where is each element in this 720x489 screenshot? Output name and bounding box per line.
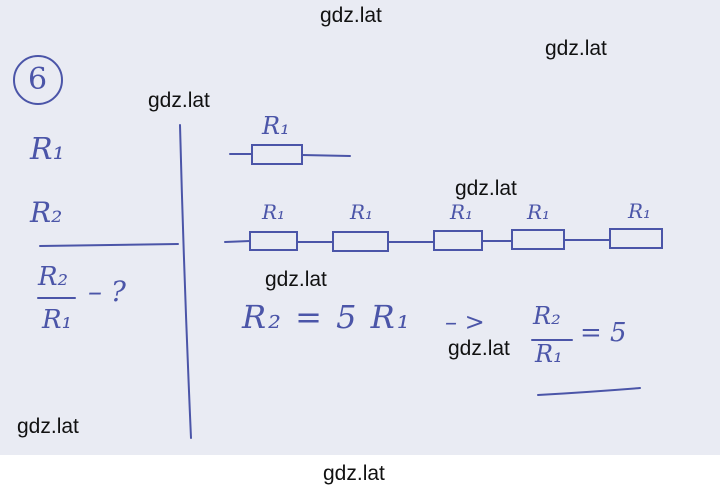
watermark: gdz.lat	[545, 37, 607, 60]
series-label-2: R₁	[350, 200, 374, 224]
watermark: gdz.lat	[448, 337, 510, 360]
single-wire-right	[301, 154, 351, 157]
series-resistor-4	[511, 229, 565, 250]
watermark: gdz.lat	[455, 177, 517, 200]
series-label-5: R₁	[628, 199, 652, 223]
series-label-3: R₁	[450, 200, 474, 224]
watermark: gdz.lat	[17, 415, 79, 438]
watermark: gdz.lat	[148, 89, 210, 112]
solution-arrow: – >	[445, 308, 485, 336]
series-resistor-1	[249, 231, 298, 251]
single-resistor-label: R₁	[262, 112, 290, 140]
notebook-page	[0, 0, 720, 455]
series-resistor-2	[332, 231, 389, 252]
find-denominator: R₁	[42, 305, 72, 335]
single-resistor	[251, 144, 303, 165]
given-r1: R₁	[30, 132, 65, 167]
watermark: gdz.lat	[323, 462, 385, 485]
problem-number-circle	[13, 55, 63, 105]
watermark: gdz.lat	[265, 268, 327, 291]
series-resistor-3	[433, 230, 483, 251]
ratio-numerator: R₂	[533, 302, 561, 330]
problem-number: 6	[28, 62, 48, 97]
given-divider-vertical	[179, 124, 192, 439]
given-divider-horizontal	[39, 243, 179, 247]
series-label-4: R₁	[527, 200, 551, 224]
watermark: gdz.lat	[320, 4, 382, 27]
find-question: – ?	[88, 275, 126, 308]
ratio-value: = 5	[580, 318, 627, 348]
answer-underline	[537, 387, 641, 396]
ratio-denominator: R₁	[535, 340, 563, 368]
series-resistor-5	[609, 228, 663, 249]
series-wire	[224, 240, 251, 243]
given-r2: R₂	[30, 196, 63, 229]
series-label-1: R₁	[262, 200, 286, 224]
solution-equation: R₂ = 5 R₁	[242, 298, 412, 336]
find-numerator: R₂	[38, 262, 68, 292]
